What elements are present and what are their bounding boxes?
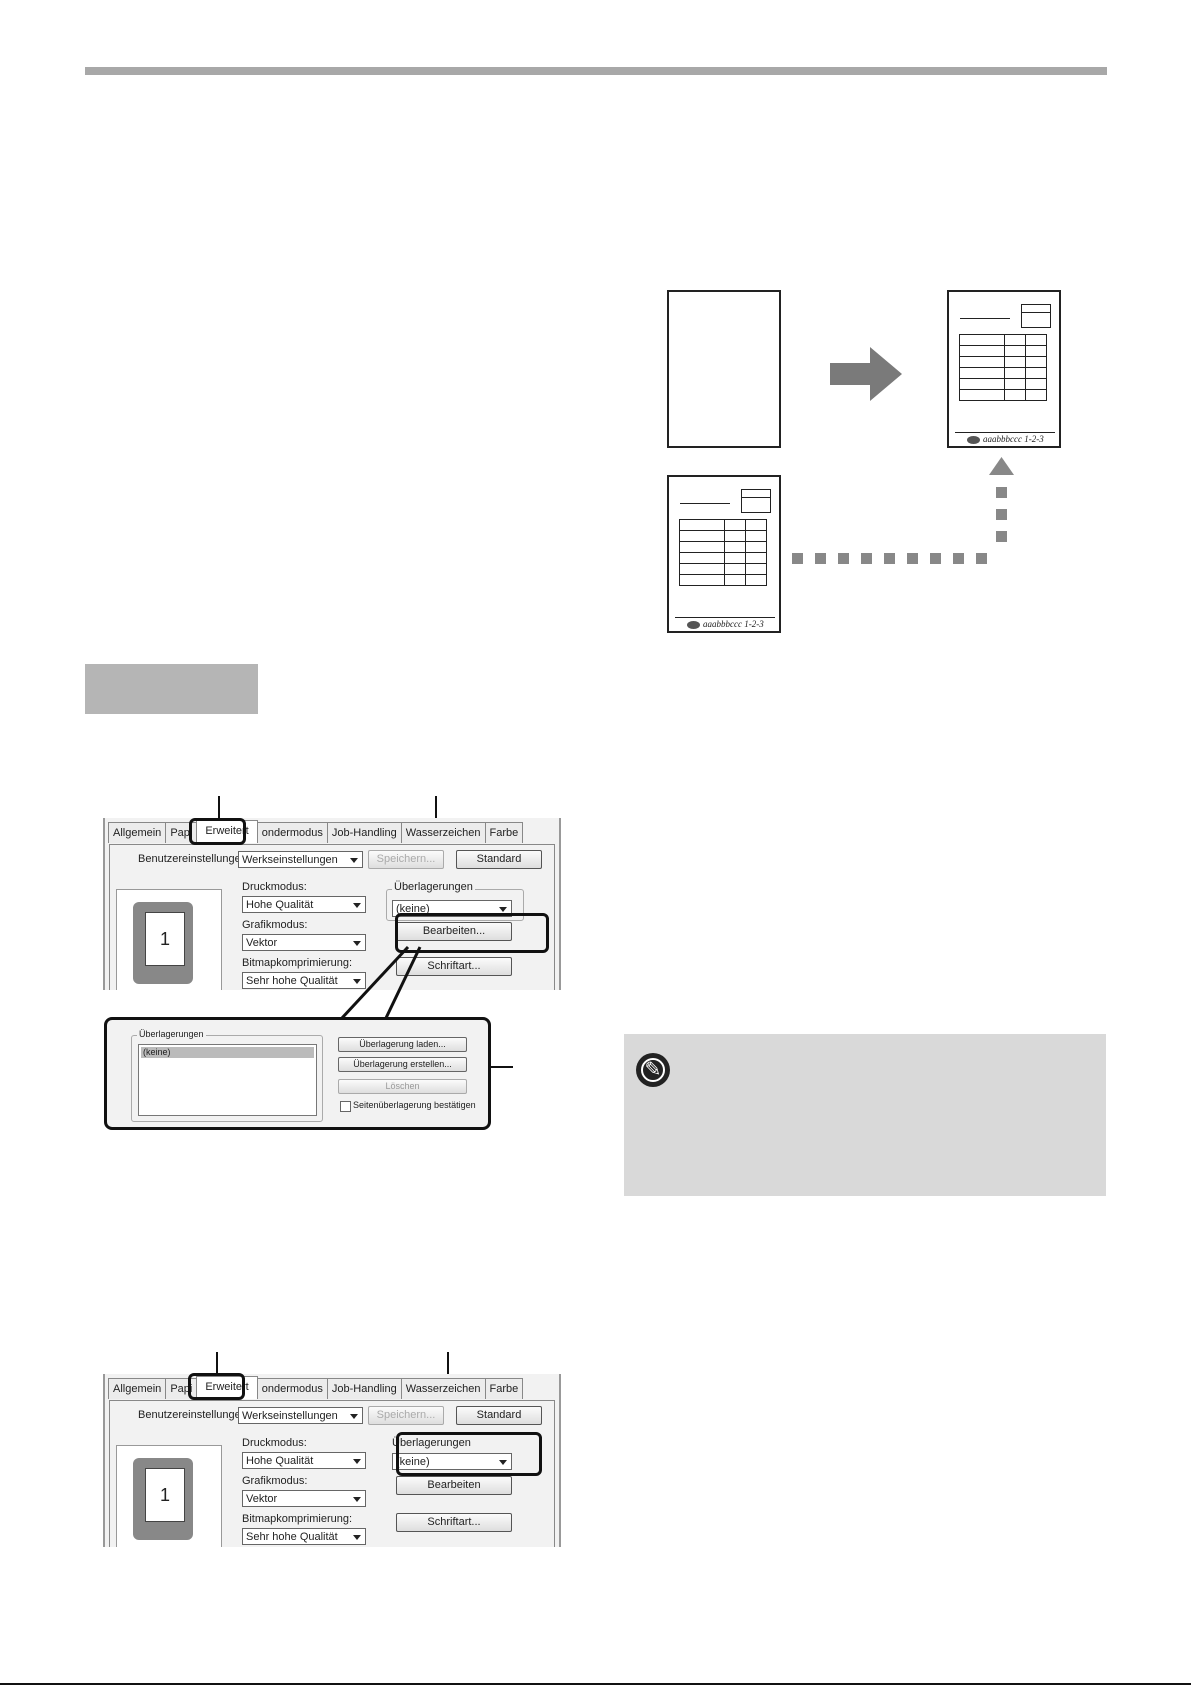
chevron-down-icon xyxy=(353,1497,361,1502)
overlay-page: aaabbbccc 1-2-3 xyxy=(667,475,781,633)
chevron-down-icon xyxy=(350,1414,358,1419)
tab-wasserzeichen[interactable]: Wasserzeichen xyxy=(400,1378,486,1399)
confirm-overlay-label: Seitenüberlagerung bestätigen xyxy=(353,1100,476,1110)
footer-rule xyxy=(0,1683,1191,1685)
edit-button-highlight xyxy=(395,913,549,953)
tab-sondermodus[interactable]: ondermodus xyxy=(256,1378,328,1399)
chevron-down-icon xyxy=(353,903,361,908)
save-button[interactable]: Speichern... xyxy=(368,1406,444,1425)
chevron-down-icon xyxy=(353,941,361,946)
graphics-mode-select[interactable]: Vektor xyxy=(242,934,366,951)
preview-page-number: 1 xyxy=(145,912,185,966)
note-box xyxy=(624,1034,1106,1196)
graphics-mode-label: Grafikmodus: xyxy=(242,919,308,931)
load-overlay-button[interactable]: Überlagerung laden... xyxy=(338,1037,467,1052)
dotted-arrow-icon xyxy=(792,457,1014,564)
page-preview: 1 xyxy=(116,1445,222,1547)
confirm-overlay-checkbox[interactable] xyxy=(340,1101,351,1112)
callout-line xyxy=(216,1352,218,1376)
header-rule xyxy=(85,67,1107,75)
print-mode-select[interactable]: Hohe Qualität xyxy=(242,1452,366,1469)
footer-text: aaabbbccc 1-2-3 xyxy=(983,434,1044,444)
user-settings-select[interactable]: Werkseinstellungen xyxy=(238,1407,363,1424)
overlays-list-group xyxy=(131,1035,323,1122)
tab-bar: Allgemein Papi Erweitert ondermodus Job-… xyxy=(108,1376,524,1400)
tab-allgemein[interactable]: Allgemein xyxy=(108,822,167,843)
tab-farbe[interactable]: Farbe xyxy=(484,822,524,843)
tab-farbe[interactable]: Farbe xyxy=(484,1378,524,1399)
chevron-down-icon xyxy=(499,1460,507,1465)
graphics-mode-label: Grafikmodus: xyxy=(242,1475,308,1487)
bitmap-compression-label: Bitmapkomprimierung: xyxy=(242,1513,353,1525)
save-button[interactable]: Speichern... xyxy=(368,850,444,869)
overlays-select[interactable]: (keine) xyxy=(392,1453,512,1470)
chevron-down-icon xyxy=(499,907,507,912)
chevron-down-icon xyxy=(353,979,361,984)
pencil-icon: ✎ xyxy=(636,1053,670,1087)
user-settings-label: Benutzereinstellungen: xyxy=(138,853,250,865)
right-arrow-icon xyxy=(830,347,902,401)
bitmap-compression-select[interactable]: Sehr hohe Qualität xyxy=(242,1528,366,1545)
chevron-down-icon xyxy=(350,858,358,863)
tab-sondermodus[interactable]: ondermodus xyxy=(256,822,328,843)
print-mode-label: Druckmodus: xyxy=(242,881,307,893)
step-header-box xyxy=(85,664,258,714)
page-preview: 1 xyxy=(116,889,222,990)
bitmap-compression-label: Bitmapkomprimierung: xyxy=(242,957,353,969)
edit-overlay-button[interactable]: Bearbeiten... xyxy=(396,922,512,941)
overlays-list[interactable]: (keine) xyxy=(138,1044,317,1116)
settings-panel: Benutzereinstellungen: Werkseinstellunge… xyxy=(109,844,555,990)
standard-button[interactable]: Standard xyxy=(456,850,542,869)
user-settings-select[interactable]: Werkseinstellungen xyxy=(238,851,363,868)
font-button[interactable]: Schriftart... xyxy=(396,1513,512,1532)
chevron-down-icon xyxy=(353,1535,361,1540)
edit-overlay-button[interactable]: Bearbeiten xyxy=(396,1476,512,1495)
tab-highlight xyxy=(189,818,246,845)
preview-page-number: 1 xyxy=(145,1468,185,1522)
user-settings-label: Benutzereinstellungen: xyxy=(138,1409,250,1421)
callout-line xyxy=(491,1066,513,1068)
tab-job-handling[interactable]: Job-Handling xyxy=(326,1378,402,1399)
print-mode-select[interactable]: Hohe Qualität xyxy=(242,896,366,913)
create-overlay-button[interactable]: Überlagerung erstellen... xyxy=(338,1057,467,1072)
chevron-down-icon xyxy=(353,1459,361,1464)
tab-bar: Allgemein Papi Erweitert ondermodus Job-… xyxy=(108,820,524,844)
tab-allgemein[interactable]: Allgemein xyxy=(108,1378,167,1399)
graphics-mode-select[interactable]: Vektor xyxy=(242,1490,366,1507)
tab-highlight xyxy=(188,1373,245,1400)
overlays-select[interactable]: (keine) xyxy=(392,900,512,917)
list-item[interactable]: (keine) xyxy=(141,1047,314,1058)
overlays-group-label: Überlagerungen xyxy=(137,1029,206,1039)
zoom-lines xyxy=(340,945,422,1020)
tab-job-handling[interactable]: Job-Handling xyxy=(326,822,402,843)
tab-wasserzeichen[interactable]: Wasserzeichen xyxy=(400,822,486,843)
bitmap-compression-select[interactable]: Sehr hohe Qualität xyxy=(242,972,366,989)
standard-button[interactable]: Standard xyxy=(456,1406,542,1425)
printer-settings-dialog: Allgemein Papi Erweitert ondermodus Job-… xyxy=(103,818,561,990)
print-mode-label: Druckmodus: xyxy=(242,1437,307,1449)
footer-text: aaabbbccc 1-2-3 xyxy=(703,619,764,629)
delete-overlay-button[interactable]: Löschen xyxy=(338,1079,467,1094)
result-page: aaabbbccc 1-2-3 xyxy=(947,290,1061,448)
blank-page xyxy=(667,290,781,448)
overlays-highlight xyxy=(396,1432,542,1476)
overlay-edit-dialog: Überlagerungen (keine) Überlagerung lade… xyxy=(104,1017,491,1130)
overlays-label: Überlagerungen xyxy=(392,1437,471,1449)
font-button[interactable]: Schriftart... xyxy=(396,957,512,976)
overlays-label: Überlagerungen xyxy=(392,881,475,893)
callout-line xyxy=(218,796,220,820)
